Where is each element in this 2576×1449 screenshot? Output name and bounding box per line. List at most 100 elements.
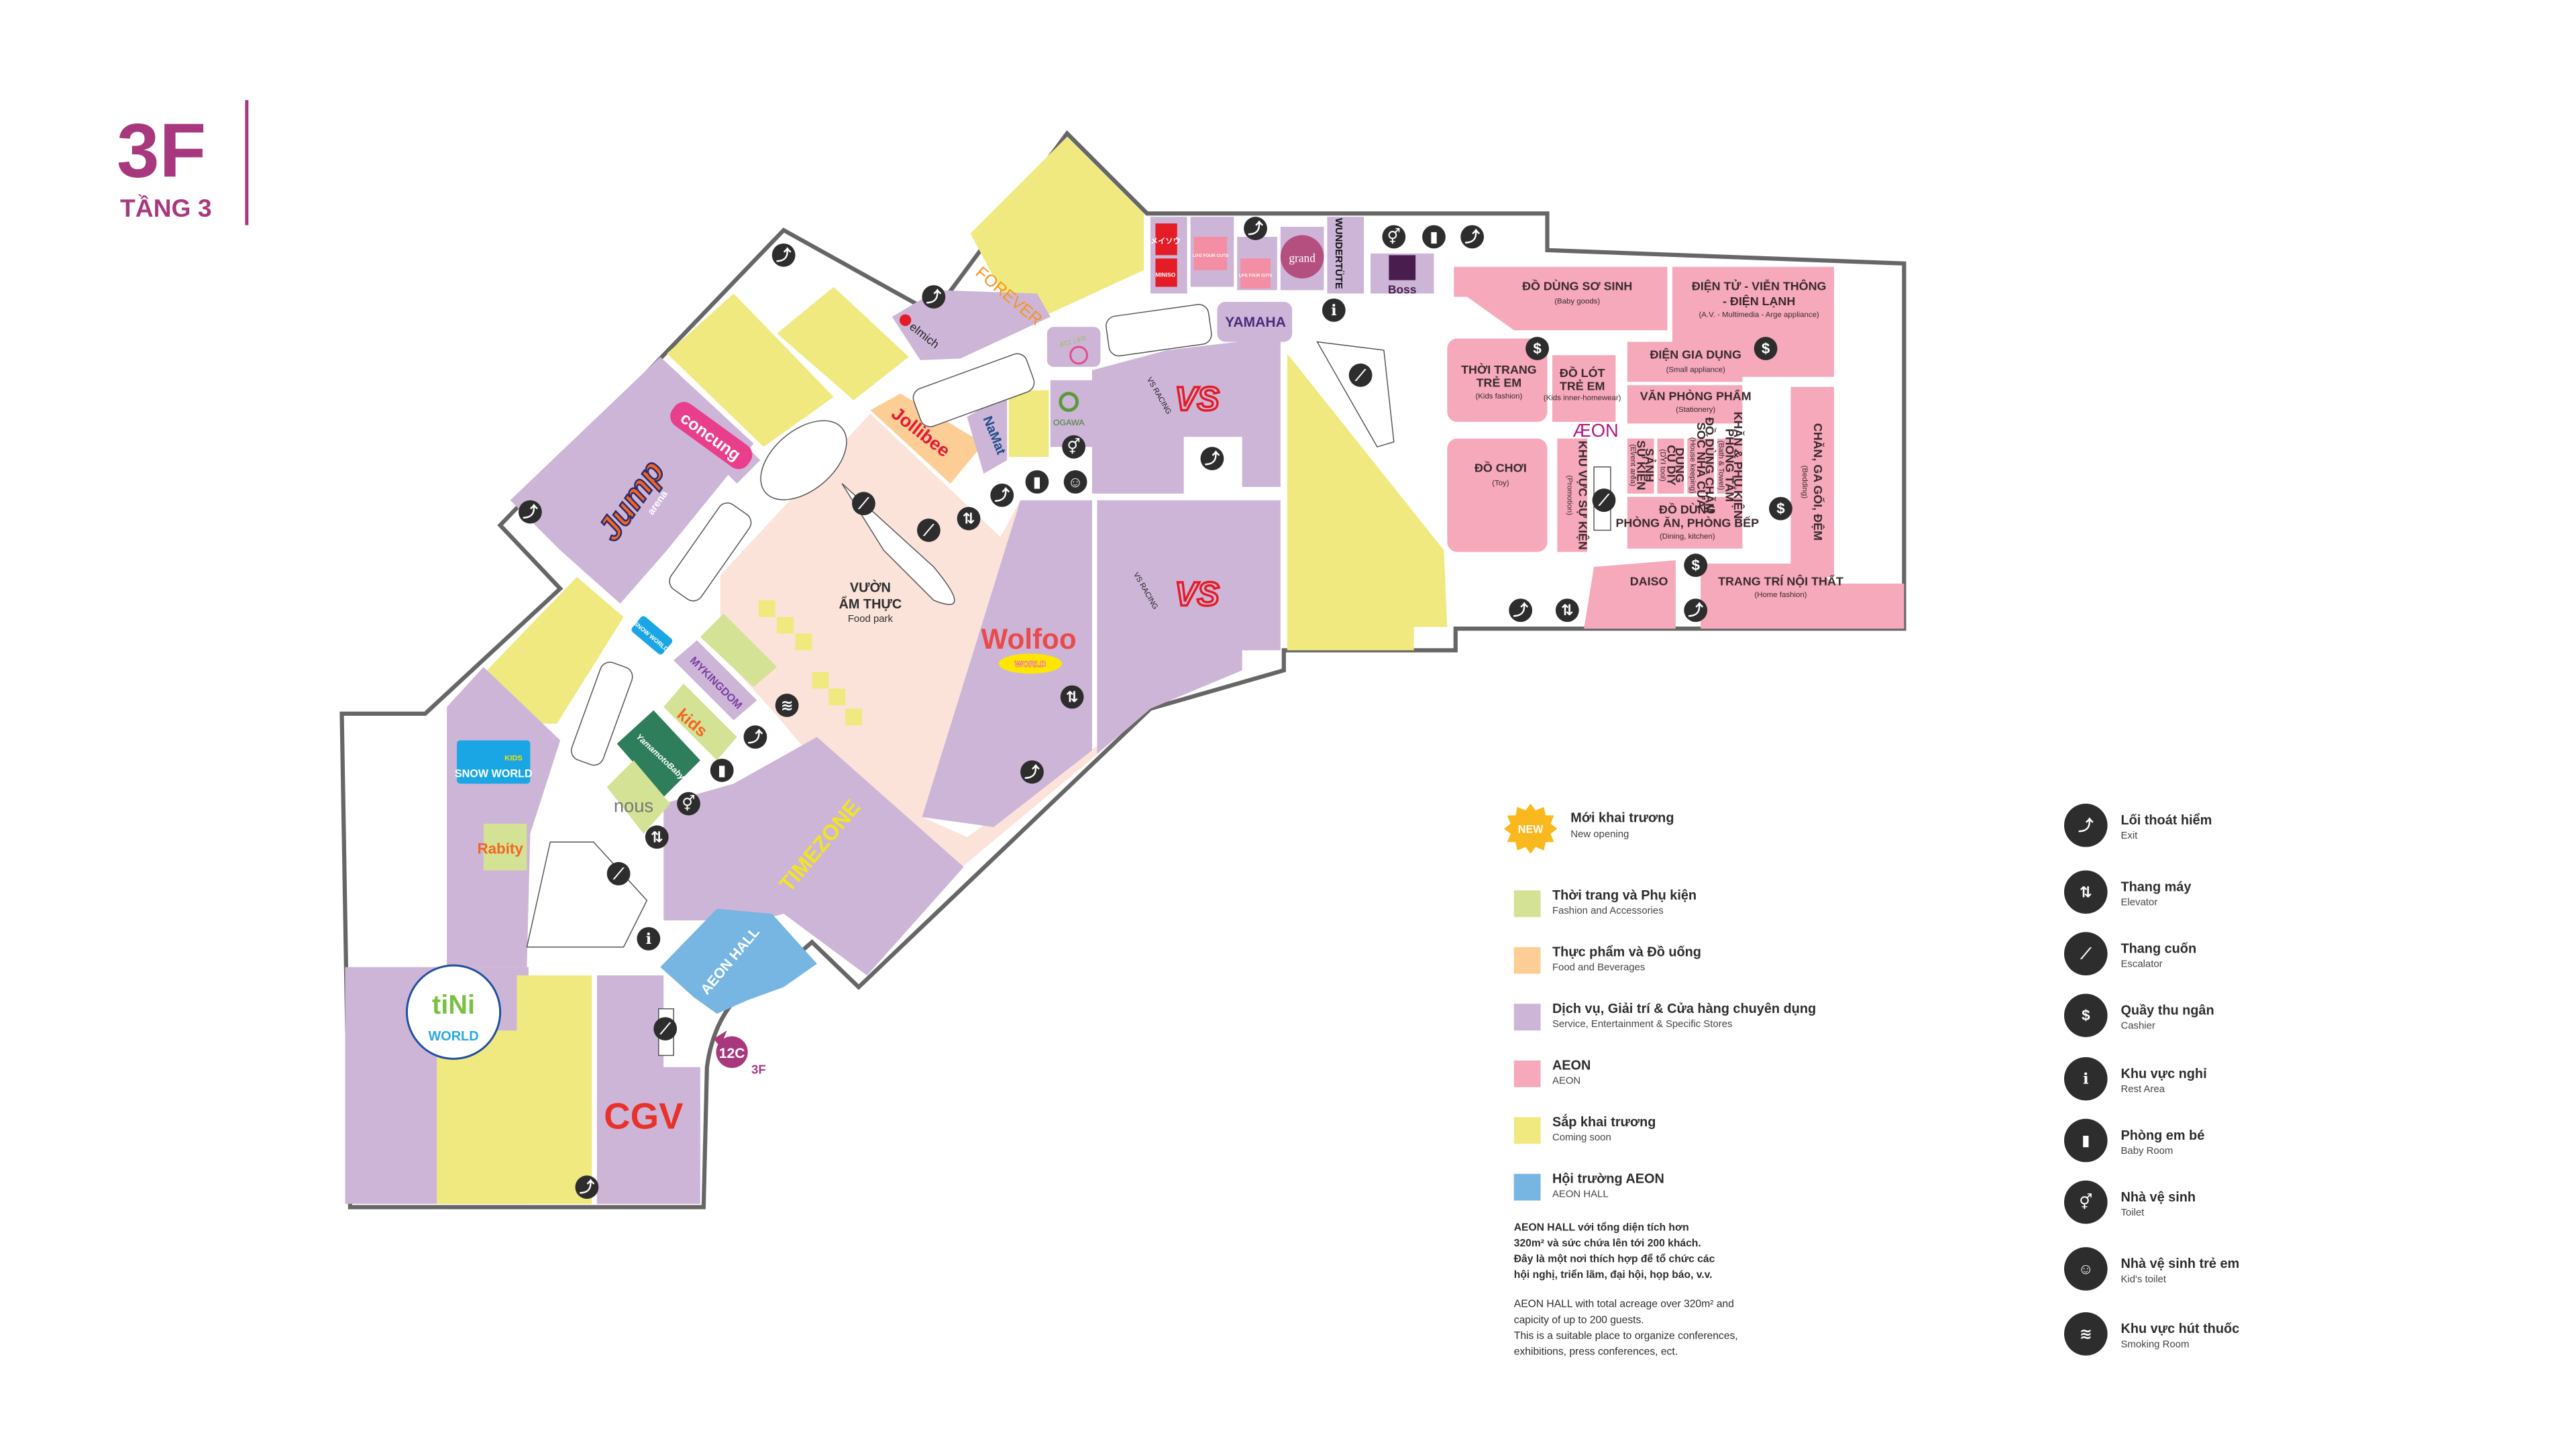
snow-world-logo[interactable]: SNOW WORLD <box>455 767 533 780</box>
zone-vs-racing-2[interactable] <box>1097 500 1281 754</box>
zone-promotion[interactable] <box>1557 438 1588 552</box>
zone-kids-inner[interactable] <box>1552 355 1616 422</box>
toilet-icon[interactable]: ⚥ <box>677 792 700 816</box>
baby-room-icon[interactable]: ▮ <box>1025 470 1049 494</box>
exit-icon[interactable]: ⤴ <box>518 500 542 524</box>
hall-note-vi-4: hội nghị, triển lãm, đại hội, họp báo, v… <box>1514 1269 1713 1281</box>
escalator-icon[interactable]: ⟋ <box>1348 363 1373 387</box>
zone-vs-racing-1[interactable] <box>1091 337 1281 494</box>
ogawa-logo[interactable]: OGAWA <box>1053 418 1085 427</box>
zone-aeon-hall[interactable] <box>660 908 817 1014</box>
meiso-logo[interactable]: メイソウ <box>1150 237 1181 246</box>
zone-namat[interactable] <box>967 393 1008 474</box>
zone-jollibee[interactable] <box>870 393 984 484</box>
exit-icon[interactable]: ⤴ <box>922 285 946 309</box>
zone-event-area[interactable] <box>1627 438 1654 494</box>
label-toy: ĐỒ CHƠI <box>1474 460 1527 474</box>
zone-small-appliance[interactable] <box>1627 341 1743 382</box>
zone-cgv[interactable] <box>596 975 700 1204</box>
svg-text:⚥: ⚥ <box>682 795 695 812</box>
exit-icon[interactable]: ⤴ <box>575 1175 599 1199</box>
zone-dining[interactable] <box>1627 496 1743 549</box>
zone-diy[interactable] <box>1657 438 1684 494</box>
legend-category-vi: Hội trường AEON <box>1552 1171 1664 1186</box>
exit-icon[interactable]: ⤴ <box>1200 447 1224 470</box>
escalator-icon[interactable]: ⟋ <box>916 519 941 542</box>
zone-yamaha[interactable] <box>1217 301 1293 342</box>
zone-bedding[interactable] <box>1790 386 1834 578</box>
cashier-icon[interactable]: $ <box>1684 553 1708 578</box>
exit-icon[interactable]: ⤴ <box>771 243 796 267</box>
zone-mykingdom[interactable] <box>674 640 757 720</box>
zone-daiso[interactable] <box>1584 560 1676 629</box>
exit-icon[interactable]: ⤴ <box>1244 217 1267 240</box>
exit-icon[interactable]: ⤴ <box>990 483 1014 507</box>
elevator-icon[interactable]: ⇅ <box>957 506 981 531</box>
cashier-icon[interactable]: $ <box>1525 337 1549 360</box>
svg-text:⟋: ⟋ <box>923 522 935 539</box>
rabity-logo[interactable]: Rabity <box>477 841 523 857</box>
zone-house-keeping[interactable] <box>1687 438 1715 494</box>
zone-bath-towel[interactable] <box>1717 438 1743 494</box>
zone-home-fashion[interactable] <box>1701 564 1904 629</box>
elevator-icon[interactable]: ⇅ <box>1555 598 1579 623</box>
yamaha-logo[interactable]: YAMAHA <box>1225 315 1286 330</box>
cashier-icon[interactable]: $ <box>1769 496 1792 521</box>
svg-text:⤴: ⤴ <box>2078 816 2094 834</box>
toilet-icon[interactable]: ⚥ <box>1062 435 1086 459</box>
wundertute-logo[interactable]: WUNDERTÜTE <box>1333 218 1344 289</box>
zone-kids[interactable] <box>663 684 737 761</box>
legend-facility-en: Exit <box>2121 830 2138 841</box>
exit-icon[interactable]: ⤴ <box>1460 225 1485 249</box>
svg-text:▮: ▮ <box>2082 1132 2090 1149</box>
tini-world-logo[interactable]: tiNi <box>432 990 475 1020</box>
label-toy-en: (Toy) <box>1492 479 1509 487</box>
cgv-logo[interactable]: CGV <box>604 1096 684 1137</box>
escalator-icon[interactable]: ⟋ <box>606 862 631 885</box>
exit-icon[interactable]: ⤴ <box>1020 760 1044 784</box>
life-four-cuts-logo-1[interactable]: LIFE FOUR CUTS <box>1193 254 1229 258</box>
cashier-icon[interactable]: $ <box>1754 337 1778 360</box>
kids-toilet-icon[interactable]: ☺ <box>1063 470 1087 494</box>
escalator-icon[interactable]: ⟋ <box>653 1017 678 1040</box>
floor-code: 3F <box>117 109 206 194</box>
elevator-icon[interactable]: ⇅ <box>1060 685 1084 709</box>
wolfoo-logo[interactable]: Wolfoo <box>981 623 1076 655</box>
toilet-icon[interactable]: ⚥ <box>1382 225 1406 249</box>
zone-toy[interactable] <box>1447 438 1548 552</box>
zone-wundertute[interactable] <box>1327 217 1364 294</box>
zone-kids-fashion[interactable] <box>1447 338 1548 422</box>
zone-coming-soon-6 <box>970 136 1144 327</box>
grand-logo[interactable]: grand <box>1289 252 1316 264</box>
exit-icon[interactable]: ⤴ <box>1509 598 1533 623</box>
exit-icon[interactable]: ⤴ <box>1684 598 1708 623</box>
elevator-icon[interactable]: ⇅ <box>645 825 669 849</box>
escalator-icon[interactable]: ⟋ <box>852 492 875 516</box>
escalator-icon[interactable]: ⟋ <box>1592 488 1616 513</box>
miniso-logo[interactable]: MINISO <box>1155 272 1175 278</box>
rest-area-icon[interactable]: ℹ <box>1322 298 1346 322</box>
zone-yamamoto[interactable] <box>616 710 700 798</box>
svg-text:⟋: ⟋ <box>1598 492 1610 508</box>
rest-area-icon[interactable]: ℹ <box>637 926 661 951</box>
nous-logo[interactable]: nous <box>614 795 653 816</box>
life-four-cuts-logo-2[interactable]: LIFE FOUR CUTS <box>1239 274 1272 278</box>
zone-fashion-1[interactable] <box>700 613 777 688</box>
smoking-icon[interactable]: ≋ <box>775 694 799 717</box>
zone-rabity[interactable] <box>483 823 527 871</box>
boss-logo[interactable]: Boss <box>1388 283 1417 297</box>
label-electronics: ĐIỆN TỬ - VIỄN THÔNG <box>1692 279 1827 293</box>
zone-baby-goods[interactable] <box>1454 266 1668 331</box>
baby-room-icon[interactable]: ▮ <box>710 758 734 782</box>
svg-text:⇅: ⇅ <box>963 511 975 527</box>
label-bedding: CHĂN, GA GỐI, ĐỆM <box>1811 423 1825 541</box>
baby-room-icon[interactable]: ▮ <box>1422 225 1446 249</box>
zone-nous[interactable] <box>606 760 671 834</box>
legend-facility-en: Baby Room <box>2121 1146 2173 1157</box>
zone-stationery[interactable] <box>1627 385 1743 424</box>
exit-icon[interactable]: ⤴ <box>743 725 767 749</box>
